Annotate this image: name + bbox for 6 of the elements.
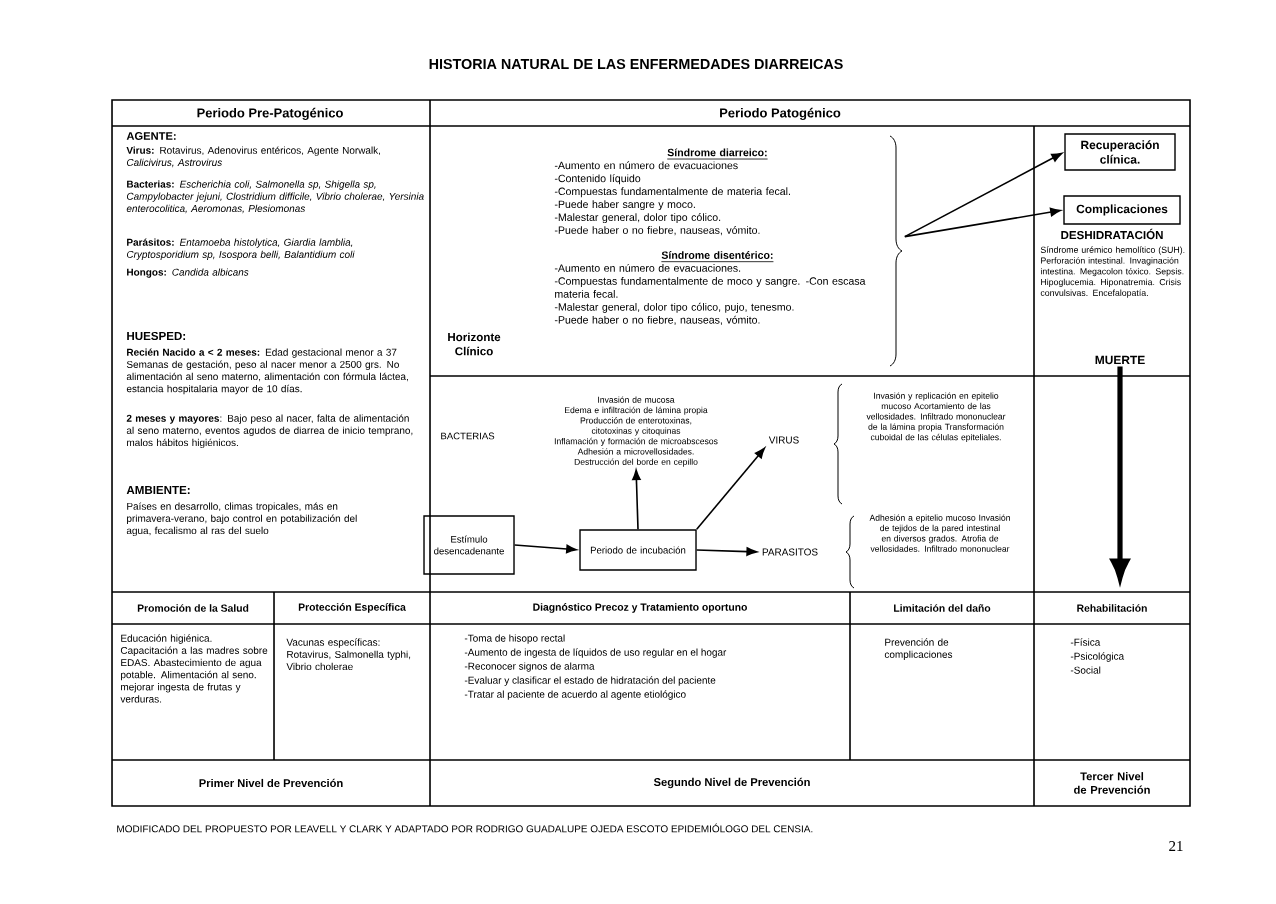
arrow xyxy=(904,207,1061,238)
arrow xyxy=(513,544,577,554)
arrow xyxy=(632,469,641,531)
arrow xyxy=(695,447,766,531)
arrow xyxy=(695,547,758,556)
arrow xyxy=(904,152,1063,238)
